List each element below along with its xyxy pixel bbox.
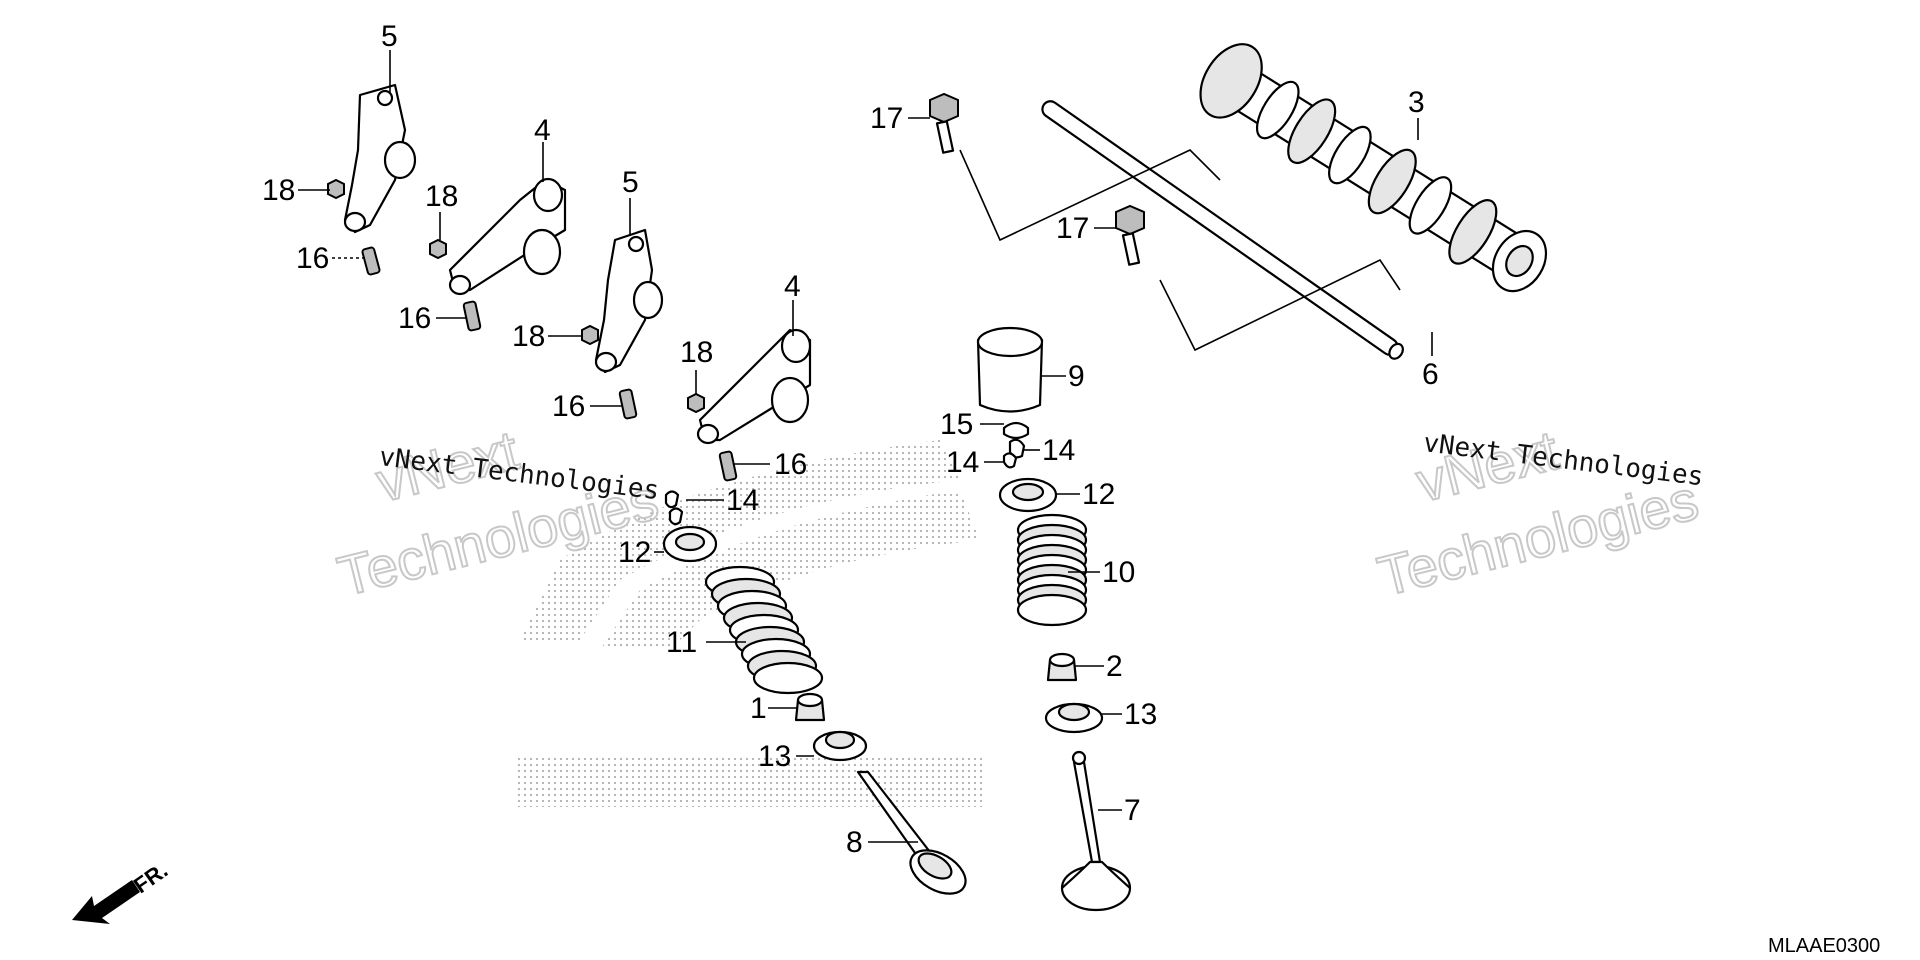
spring-seat-13b [1044, 702, 1104, 734]
callout-2: 2 [1106, 650, 1123, 683]
callout-18d: 18 [680, 336, 713, 369]
spring-retainer-12a [662, 525, 718, 563]
callout-16c: 16 [552, 390, 585, 423]
stem-seal-1 [794, 692, 826, 722]
leader-lines [298, 50, 1433, 843]
bolt-17b [1115, 204, 1145, 266]
rocker-arm-4b [696, 328, 812, 445]
callout-8: 8 [846, 826, 863, 859]
callout-11: 11 [666, 626, 697, 659]
rocker-arm-5a [343, 83, 417, 234]
drawing-code: MLAAE0300 [1768, 935, 1880, 957]
callout-17b: 17 [1056, 212, 1089, 245]
background-logo-watermark [515, 440, 985, 807]
exhaust-valve-8 [856, 770, 967, 895]
callout-9: 9 [1068, 360, 1085, 393]
bolt-17a-reference-line [959, 149, 1221, 242]
valve-spring-11 [704, 565, 824, 695]
callout-10: 10 [1102, 556, 1135, 589]
stem-seal-2 [1046, 652, 1078, 682]
rocker-arm-4a [448, 177, 567, 296]
callout-3: 3 [1408, 86, 1425, 119]
callout-16b: 16 [398, 302, 431, 335]
bolt-17b-reference-line [1159, 258, 1401, 352]
spring-retainer-12b [998, 477, 1058, 513]
rocker-shaft-6 [1041, 100, 1404, 360]
valve-lifter-9 [976, 326, 1044, 413]
callout-1: 1 [750, 692, 767, 725]
nut-18b [429, 238, 447, 260]
callout-14a: 14 [726, 484, 759, 517]
callout-15: 15 [940, 408, 973, 441]
callout-13b: 13 [1124, 698, 1157, 731]
camshaft-3 [1199, 43, 1548, 293]
callout-labels: 5 18 16 4 18 16 5 18 16 4 18 16 14 12 11… [262, 20, 1439, 859]
callout-5a: 5 [381, 20, 398, 53]
nut-18a [327, 178, 345, 200]
callout-18a: 18 [262, 174, 295, 207]
spring-coil [752, 661, 824, 695]
callout-18c: 18 [512, 320, 545, 353]
callout-14c: 14 [946, 446, 979, 479]
callout-4b: 4 [784, 270, 801, 303]
callout-6: 6 [1422, 358, 1439, 391]
callout-13a: 13 [758, 740, 791, 773]
callout-18b: 18 [425, 180, 458, 213]
watermark-right-group: vNext Technologies [1371, 417, 1705, 609]
callout-4a: 4 [534, 114, 551, 147]
adjusting-screw-16d [718, 450, 738, 482]
callout-7: 7 [1124, 794, 1141, 827]
shim-15 [1002, 421, 1030, 440]
spring-coil [1016, 593, 1088, 627]
callout-12a: 12 [618, 536, 651, 569]
bolt-17a [929, 92, 959, 154]
nut-18c [581, 324, 599, 346]
callout-12b: 12 [1082, 478, 1115, 511]
rocker-arm-5b [594, 228, 664, 374]
nut-18d [687, 392, 705, 414]
valve-spring-10 [1016, 513, 1088, 627]
spring-seat-13a [812, 730, 868, 762]
adjusting-screw-16b [462, 300, 482, 332]
callout-16d: 16 [774, 448, 807, 481]
cotter-14a [664, 490, 684, 526]
callout-17a: 17 [870, 102, 903, 135]
front-direction-arrow-icon: FR. [72, 857, 172, 924]
callout-16a: 16 [296, 242, 329, 275]
cotter-14c [1002, 452, 1018, 469]
adjusting-screw-16c [618, 388, 638, 420]
callout-5b: 5 [622, 166, 639, 199]
adjusting-screw-16a [361, 246, 381, 276]
intake-valve-7 [1060, 750, 1132, 912]
callout-14b: 14 [1042, 434, 1075, 467]
